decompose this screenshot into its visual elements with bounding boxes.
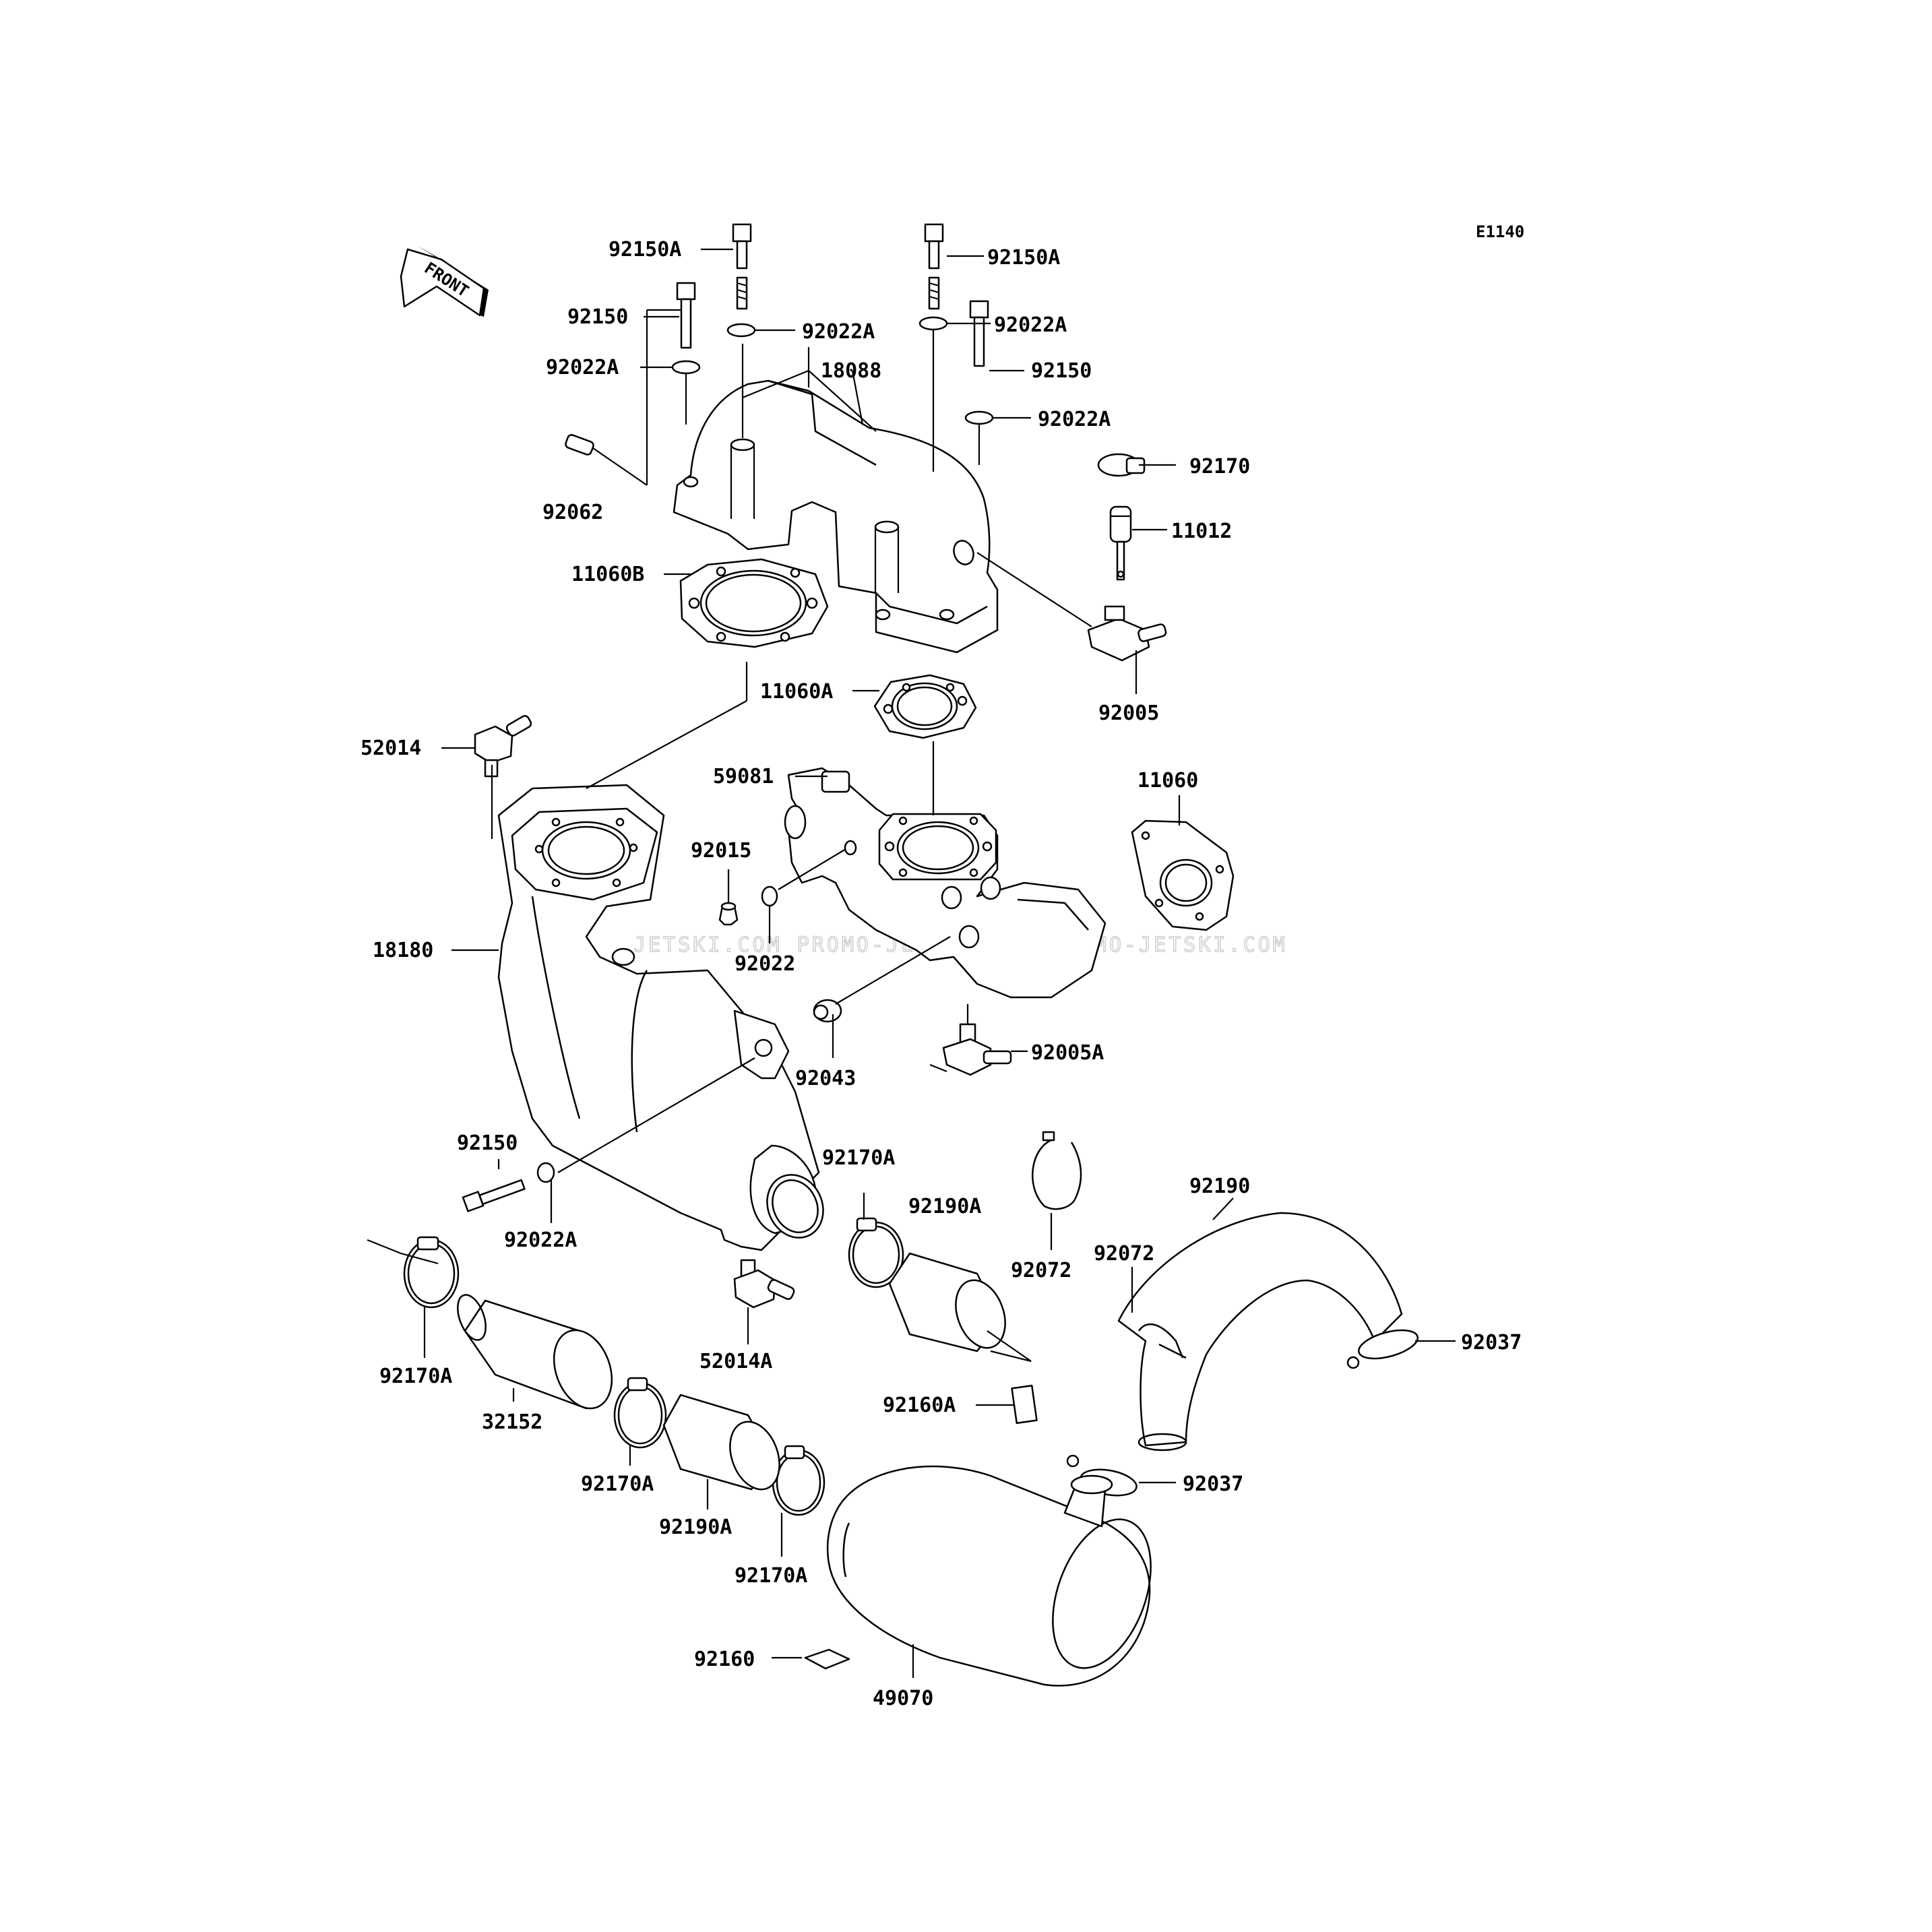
muffler-49070 xyxy=(826,1465,1152,1687)
callout-92160: 92160 xyxy=(694,1648,755,1671)
bolt-92150-top-right xyxy=(969,300,989,367)
callout-92170A: 92170A xyxy=(822,1146,895,1170)
gasket-11060 xyxy=(1131,819,1235,931)
tail-pipe-92190 xyxy=(1117,1212,1403,1452)
clamp-92170 xyxy=(1097,453,1146,477)
callout-92150: 92150 xyxy=(1031,359,1092,383)
callout-92072: 92072 xyxy=(1094,1242,1154,1266)
bolt-92150a-right xyxy=(924,223,944,310)
hose-92190a-lower xyxy=(662,1394,780,1491)
callout-92043: 92043 xyxy=(795,1067,856,1090)
callout-92170A: 92170A xyxy=(735,1564,807,1588)
callout-92037: 92037 xyxy=(1183,1472,1243,1496)
callout-32152: 32152 xyxy=(482,1410,542,1434)
callout-92160A: 92160A xyxy=(883,1394,956,1417)
washer-92022a-right xyxy=(964,410,994,425)
callout-92005: 92005 xyxy=(1098,702,1159,725)
hose-32152 xyxy=(457,1294,613,1410)
front-arrow-icon: FRONT xyxy=(400,246,489,317)
callout-92150: 92150 xyxy=(457,1131,518,1155)
callout-92022A: 92022A xyxy=(546,356,619,379)
callout-92022: 92022 xyxy=(735,952,795,976)
pad-92160 xyxy=(804,1648,850,1670)
callout-92190A: 92190A xyxy=(908,1195,981,1218)
callout-49070: 49070 xyxy=(873,1687,933,1710)
bolt-92150-top-left xyxy=(676,282,696,349)
clip-92072 xyxy=(1031,1131,1082,1210)
callout-11060B: 11060B xyxy=(571,563,644,586)
callout-92190: 92190 xyxy=(1189,1175,1250,1198)
callout-18180: 18180 xyxy=(373,939,433,962)
fitting-92005 xyxy=(1087,605,1167,662)
fitting-92062 xyxy=(565,434,594,456)
diagram-code: E1140 xyxy=(1476,222,1524,241)
plug-11012 xyxy=(1109,505,1132,581)
expansion-chamber-18180 xyxy=(497,784,824,1251)
washer-92022a-top xyxy=(726,323,756,338)
callout-59081: 59081 xyxy=(713,765,774,788)
callout-92022A: 92022A xyxy=(504,1228,577,1252)
callout-92022A: 92022A xyxy=(994,313,1067,337)
washer-92022a-top-right xyxy=(918,316,948,331)
pad-92160a xyxy=(1011,1384,1038,1425)
callout-92190A: 92190A xyxy=(659,1516,732,1539)
callout-92062: 92062 xyxy=(542,501,603,524)
clamp-92037-upper xyxy=(1346,1329,1419,1369)
gasket-11060a xyxy=(873,674,977,739)
clamp-92170a-c xyxy=(613,1377,667,1449)
callout-52014A: 52014A xyxy=(699,1350,772,1373)
cap-nut-92015 xyxy=(718,902,739,926)
gasket-11060b xyxy=(679,558,829,648)
callout-92037: 92037 xyxy=(1461,1331,1522,1354)
washer-92022a-left xyxy=(671,360,701,375)
clamp-92170a-b xyxy=(403,1236,460,1309)
hose-92190a-upper xyxy=(888,1252,1006,1352)
elbow-fitting-52014a xyxy=(733,1259,795,1309)
callout-92170: 92170 xyxy=(1189,455,1250,478)
callout-92170A: 92170A xyxy=(581,1472,654,1496)
collar-92043 xyxy=(813,999,842,1023)
elbow-fitting-52014 xyxy=(474,715,532,778)
bolt-92150a-left xyxy=(732,223,752,310)
exhaust-pipe-59081 xyxy=(784,767,1107,999)
callout-92072: 92072 xyxy=(1011,1259,1071,1282)
callout-92170A: 92170A xyxy=(379,1365,452,1388)
bolt-92150-lower xyxy=(462,1179,526,1212)
washer-92022 xyxy=(761,885,778,907)
callout-92150A: 92150A xyxy=(987,246,1060,270)
callout-18088: 18088 xyxy=(821,359,881,383)
clip-92072-b xyxy=(1138,1323,1184,1359)
callout-92005A: 92005A xyxy=(1031,1041,1104,1065)
callout-labels: 92150A 92150A 92150 92022A 92022A 92022A… xyxy=(361,238,1522,1710)
callout-11012: 11012 xyxy=(1171,520,1232,543)
exhaust-manifold-18088 xyxy=(673,379,999,654)
clamp-92170a-d xyxy=(772,1445,825,1516)
fitting-92005a xyxy=(942,1023,1012,1076)
callout-92015: 92015 xyxy=(691,839,751,863)
callout-92022A: 92022A xyxy=(1038,408,1111,431)
washer-92022a-lower xyxy=(536,1162,555,1183)
callout-11060A: 11060A xyxy=(760,680,833,704)
callout-92150: 92150 xyxy=(567,305,628,329)
leader-lines xyxy=(367,248,1456,1678)
callout-92150A: 92150A xyxy=(609,238,681,261)
clamp-92170a-a xyxy=(848,1217,904,1288)
callout-52014: 52014 xyxy=(361,737,421,760)
callout-92022A: 92022A xyxy=(802,320,875,344)
callout-11060: 11060 xyxy=(1138,769,1198,792)
